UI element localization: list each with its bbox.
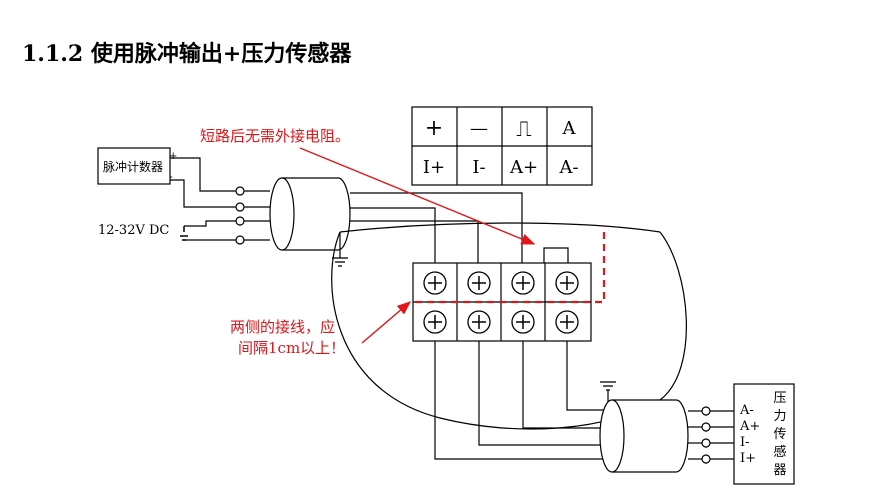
annotation-arrow: [361, 301, 412, 344]
pulse-counter-minus: -: [169, 170, 173, 183]
cable-loop: [331, 231, 687, 430]
annotation-short-circuit: 短路后无需外接电阻。: [200, 127, 350, 145]
pin-table-cell-r1c2: —: [470, 118, 488, 139]
terminal-screw-icon: [511, 310, 535, 334]
sensor-pin-label: A-: [739, 403, 754, 418]
terminal-screw-icon: [555, 310, 579, 334]
pin-table-cell-r2c3: A+: [509, 157, 538, 178]
pin-table-cell-r1c4: A: [562, 118, 577, 139]
annotation-spacing-line1: 两侧的接线，应: [230, 318, 335, 336]
pin-table-cell-r1c3: ⎍: [516, 117, 531, 142]
cable-bundle-left: [269, 177, 351, 251]
separation-dashed-line: [415, 226, 606, 304]
pulse-counter-plus: +: [169, 151, 177, 162]
sensor-pin-label: I+: [740, 451, 756, 466]
terminal-screw-icon: [423, 271, 447, 295]
sensor-pin-label: A+: [739, 419, 760, 434]
terminal-screw-icon: [511, 271, 535, 295]
pulse-counter-label: 脉冲计数器: [103, 159, 163, 174]
connector-left: [235, 186, 245, 245]
terminal-screw-icon: [467, 271, 491, 295]
terminal-screw-icon: [467, 310, 491, 334]
pin-table-cell-r1c1: +: [425, 116, 443, 141]
annotation-spacing-line2: 间隔1cm以上！: [238, 339, 345, 357]
sensor-title-char: 压: [773, 391, 786, 406]
pin-table-cell-r2c2: I-: [472, 157, 485, 178]
sensor-title-char: 器: [773, 463, 786, 478]
battery-icon: [180, 226, 188, 241]
terminal-screw-icon: [423, 310, 447, 334]
terminal-screw-icon: [555, 271, 579, 295]
sensor-title-char: 感: [773, 444, 786, 460]
power-label: 12-32V DC: [98, 223, 169, 238]
pin-table-cell-r2c1: I+: [423, 157, 445, 178]
sensor-title-char: 力: [773, 409, 786, 424]
terminal-screws: [423, 271, 579, 334]
annotation-arrow: [299, 147, 536, 245]
section-heading: 1.1.2 使用脉冲输出+压力传感器: [22, 41, 352, 67]
cable-bundle-right: [599, 399, 689, 473]
pressure-sensor: A- A+ I- I+ 压 力 传 感 器: [733, 383, 795, 485]
ground-icon-right: [600, 381, 616, 391]
connector-right: [701, 406, 711, 464]
ground-icon-left: [332, 257, 348, 267]
pulse-counter: 脉冲计数器 + -: [97, 147, 177, 185]
pin-table: + — ⎍ A I+ I- A+ A-: [411, 106, 593, 186]
sensor-title-char: 传: [773, 427, 786, 442]
sensor-pin-label: I-: [740, 435, 750, 450]
pin-table-cell-r2c4: A-: [558, 157, 578, 178]
